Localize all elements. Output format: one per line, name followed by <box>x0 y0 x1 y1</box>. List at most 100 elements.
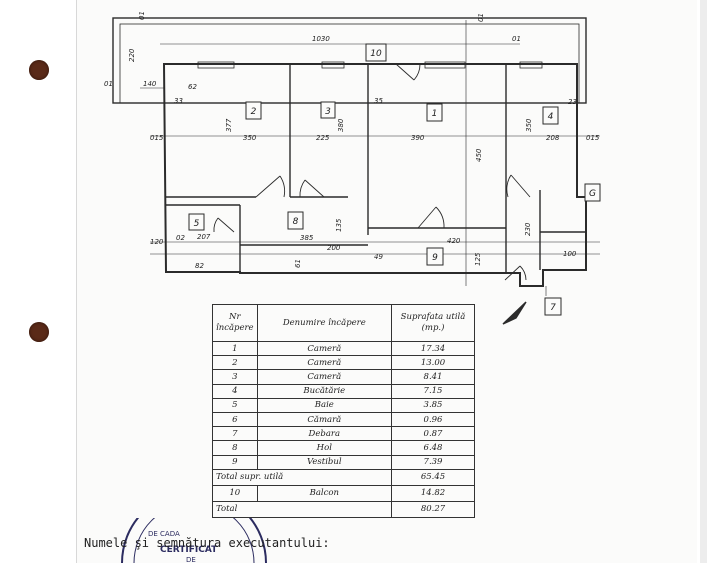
row-area: 13.00 <box>391 355 475 371</box>
room-label-8: 8 <box>293 217 299 227</box>
dim-230: 230 <box>524 222 532 236</box>
row-name: Cameră <box>256 340 393 357</box>
door-2 <box>255 175 285 198</box>
row-nr: 4 <box>212 383 258 399</box>
dim-015-left: 015 <box>150 134 164 142</box>
dim-120: 120 <box>150 238 164 246</box>
room-box-6 <box>584 183 601 202</box>
dim-385: 385 <box>300 234 314 242</box>
row-name: Bucătărie <box>256 383 393 399</box>
dim-1030: 1030 <box>312 35 330 43</box>
dim-420: 420 <box>447 237 461 245</box>
room-label-1: 1 <box>432 109 438 119</box>
window-2 <box>197 61 235 69</box>
room-box-8 <box>287 211 304 230</box>
row-name: Cameră <box>256 369 393 385</box>
room-label-2: 2 <box>251 107 257 117</box>
area-table: Nr încăpere Denumire încăpere Suprafata … <box>212 304 475 518</box>
row-name: Baie <box>256 397 393 413</box>
dim-125: 125 <box>474 252 482 266</box>
room-box-2 <box>245 101 262 120</box>
room-label-3: 3 <box>325 107 331 117</box>
balcony-outline <box>112 17 587 104</box>
dim-208: 208 <box>546 134 560 142</box>
row-nr: 9 <box>212 454 258 470</box>
room-box-4 <box>542 106 559 125</box>
row-nr: 5 <box>212 397 258 413</box>
dim-135: 135 <box>335 218 343 232</box>
row-name: Cameră <box>256 355 393 371</box>
row-nr: 1 <box>212 340 258 357</box>
row-area: 0.87 <box>391 426 475 442</box>
footer-signature: Numele şi semnătura executantului: <box>84 536 330 550</box>
dim-200: 200 <box>327 244 341 252</box>
dim-02: 02 <box>176 234 185 242</box>
room-label-4: 4 <box>548 112 554 122</box>
row-nr: 7 <box>212 426 258 442</box>
total-useful-label: Total supr. utilă <box>212 468 392 486</box>
row-name: Debara <box>256 426 393 442</box>
dim-01-topright: 01 <box>512 35 521 43</box>
dim-350: 350 <box>243 134 257 142</box>
dim-62: 62 <box>188 83 197 91</box>
header-area: Suprafata utilă (mp.) <box>391 304 475 342</box>
room-label-7: 7 <box>550 303 556 313</box>
stamp-middle: CERTIFICAT <box>160 545 218 555</box>
door-1 <box>417 206 445 229</box>
dim-33: 33 <box>174 97 183 105</box>
room-label-6: G <box>589 189 596 199</box>
official-stamp: DE CADA CERTIFICAT DE <box>121 518 267 563</box>
row-nr: 2 <box>212 355 258 371</box>
row-area: 0.96 <box>391 411 475 428</box>
room-box-3 <box>320 101 336 119</box>
row-area: 8.41 <box>391 369 475 385</box>
header-name: Denumire încăpere <box>256 304 393 342</box>
row-area: 6.48 <box>391 440 475 456</box>
room-label-5: 5 <box>194 219 200 229</box>
dim-82: 82 <box>195 262 204 270</box>
dim-01-left: 01 <box>104 80 113 88</box>
room-label-10: 10 <box>370 49 382 59</box>
page-edge <box>700 0 707 563</box>
door-entrance <box>504 265 527 281</box>
row-area: 7.15 <box>391 383 475 399</box>
balcony-inner <box>119 23 580 104</box>
dim-23: 23 <box>568 98 577 106</box>
dim-01-top: 01 <box>477 13 485 22</box>
dim-380: 380 <box>337 118 345 132</box>
room-box-10 <box>365 43 387 62</box>
dim-140: 140 <box>143 80 157 88</box>
dim-390: 390 <box>411 134 425 142</box>
dim-015-right: 015 <box>586 134 600 142</box>
punch-hole-bottom <box>29 322 49 342</box>
total-useful-value: 65.45 <box>391 468 475 486</box>
row-nr: 6 <box>212 411 258 428</box>
row-area: 17.34 <box>391 340 475 357</box>
balcony-area: 14.82 <box>391 484 475 502</box>
dim-350b: 350 <box>525 118 533 132</box>
row-area: 7.39 <box>391 454 475 470</box>
total-label: Total <box>212 500 392 518</box>
door-3 <box>299 179 325 198</box>
balcony-name: Balcon <box>256 484 393 502</box>
row-name: Hol <box>256 440 393 456</box>
row-nr: 8 <box>212 440 258 456</box>
room-label-9: 9 <box>432 253 438 263</box>
total-value: 80.27 <box>391 500 475 518</box>
stamp-top: DE CADA <box>148 530 180 538</box>
dim-377: 377 <box>225 118 233 132</box>
dim-207: 207 <box>197 233 211 241</box>
room-box-5 <box>188 213 205 231</box>
door-5 <box>213 217 235 233</box>
door-4 <box>506 174 531 198</box>
row-area: 3.85 <box>391 397 475 413</box>
dim-220: 220 <box>128 48 136 62</box>
dim-450: 450 <box>475 148 483 162</box>
